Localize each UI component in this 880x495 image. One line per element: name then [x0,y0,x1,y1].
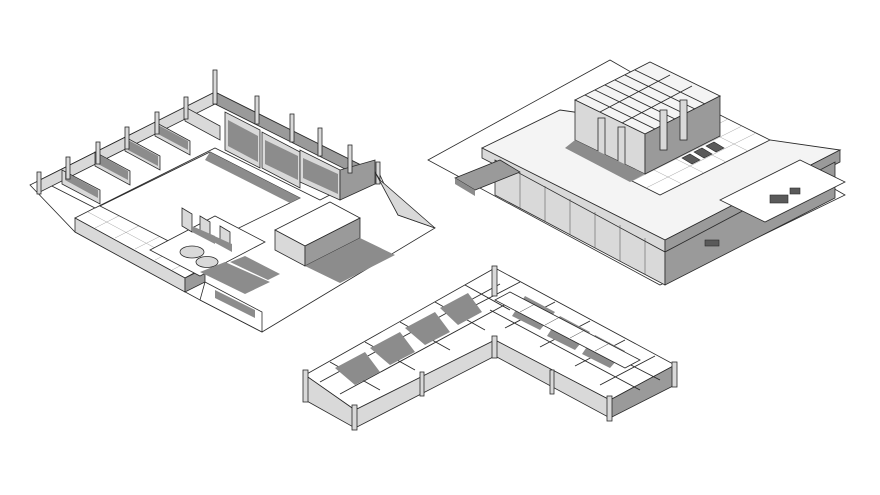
ramp-shadow [215,290,255,318]
retaining-slope [374,171,436,229]
structure-axonometric [302,265,678,431]
inner-glazing-strip [494,291,641,369]
rear-columns [36,69,381,195]
pergola-piers [597,99,688,170]
roof-axonometric [427,59,846,286]
right-wing-floor [719,159,846,223]
cantilever-canopy [454,159,521,191]
glazing-lines [519,303,611,352]
parking-area [149,207,280,294]
courtyard-shadow [205,152,300,203]
ground-floor-axonometric [29,69,436,333]
room-partitions [61,106,376,205]
car-1 [179,245,205,259]
right-block-shadow [305,238,395,283]
pergola-shadow [565,140,645,182]
facade-mullions [519,173,646,274]
right-wing-furniture [704,187,801,247]
frame-columns [302,265,678,431]
canopy-shadow [455,178,475,196]
sun-loungers [681,141,725,165]
car-2 [195,256,219,268]
